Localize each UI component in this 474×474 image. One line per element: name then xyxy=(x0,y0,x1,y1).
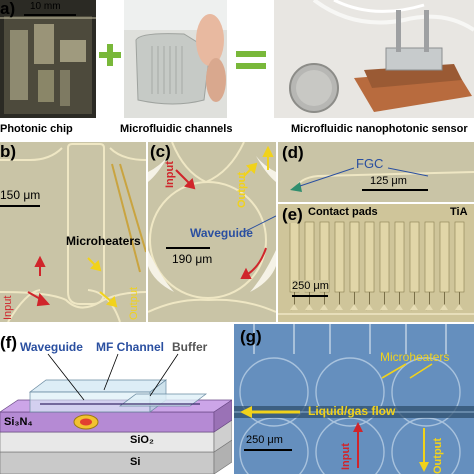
contact-pad xyxy=(439,221,450,293)
panel-c-label: (c) xyxy=(150,142,171,161)
microfluidic-channels-photo xyxy=(124,0,227,118)
scale-bar-e xyxy=(292,295,328,297)
mf-channel-label: MF Channel xyxy=(96,340,164,354)
input-label-g: Input xyxy=(340,443,352,470)
nanophotonic-sensor-photo xyxy=(274,0,474,118)
pad-tip xyxy=(410,304,418,310)
panel-a-label: a) xyxy=(0,0,16,18)
panel-f: Waveguide MF Channel Buffer Si₃N₄ SiO₂ S… xyxy=(0,330,232,474)
scale-bar-a: 10 mm xyxy=(30,1,61,12)
pad-tip xyxy=(425,304,433,310)
panel-e-label: (e) xyxy=(282,205,303,224)
panel-b: 150 μm Microheaters Input Output b) xyxy=(0,142,146,322)
waveguide-label-f: Waveguide xyxy=(20,340,83,354)
contact-pad xyxy=(454,221,465,293)
output-label-g: Output xyxy=(432,437,444,474)
pad-tip xyxy=(290,304,298,310)
panel-f-label: (f) xyxy=(0,333,17,352)
microheaters-label-b: Microheaters xyxy=(66,234,141,248)
panel-d: FGC 125 μm (d) xyxy=(278,142,474,202)
scale-bar-c-label: 190 μm xyxy=(172,252,213,266)
cross-section-diagram-f xyxy=(0,353,232,474)
si3n4-label: Si₃N₄ xyxy=(4,416,33,428)
waveguide-label-c: Waveguide xyxy=(190,226,253,240)
fgc-label: FGC xyxy=(356,156,384,171)
flow-label: Liquid/gas flow xyxy=(308,404,396,418)
scale-bar-b-label: 150 μm xyxy=(0,188,41,202)
tia-label: TiA xyxy=(450,206,468,218)
caption-microfluidic-channels: Microfluidic channels xyxy=(120,123,233,135)
ring-resonator-c xyxy=(148,142,276,313)
pad-tip xyxy=(335,304,343,310)
buffer-label: Buffer xyxy=(172,340,208,354)
contact-pad xyxy=(364,221,375,293)
pad-tip xyxy=(440,304,448,310)
pad-tip xyxy=(350,304,358,310)
scale-bar-d-label: 125 μm xyxy=(370,175,407,187)
grating-coupler-d xyxy=(290,167,474,192)
input-label-c: Input xyxy=(164,161,176,188)
pad-tip xyxy=(395,304,403,310)
panel-g-label: (g) xyxy=(240,327,262,346)
photonic-chip-photo xyxy=(0,0,96,118)
contact-pads-e xyxy=(278,204,474,322)
panel-a: 10 mm a) Photonic chip Micr xyxy=(0,0,474,140)
equals-icon xyxy=(236,51,266,69)
ring-resonator-b xyxy=(0,143,146,322)
output-label-b: Output xyxy=(128,286,140,320)
panel-c: Input Output Waveguide 190 μm (c) xyxy=(148,142,276,322)
panel-d-label: (d) xyxy=(282,143,304,162)
microheaters-label-g: Microheaters xyxy=(380,350,450,364)
contact-pad xyxy=(349,221,360,293)
pad-tip xyxy=(320,304,328,310)
plus-icon xyxy=(99,44,121,66)
pad-tip xyxy=(305,304,313,310)
pad-tip xyxy=(365,304,373,310)
scale-bar-g-label: 250 μm xyxy=(246,434,283,446)
panel-e: Contact pads TiA 250 μm (e) xyxy=(278,204,474,322)
contact-pad xyxy=(379,221,390,293)
output-label-c: Output xyxy=(236,171,248,208)
contact-pad xyxy=(409,221,420,293)
input-label-b: Input xyxy=(2,295,14,320)
scale-bar-e-label: 250 μm xyxy=(292,280,329,292)
panel-b-label: b) xyxy=(0,142,17,161)
pad-tip xyxy=(455,304,463,310)
sio2-label: SiO₂ xyxy=(130,434,154,446)
caption-nanophotonic-sensor: Microfluidic nanophotonic sensor xyxy=(291,123,468,135)
contact-pad xyxy=(394,221,405,293)
contact-pad xyxy=(424,221,435,293)
caption-photonic-chip: Photonic chip xyxy=(0,123,73,135)
contact-pad xyxy=(334,221,345,293)
contact-pads-label: Contact pads xyxy=(308,206,378,218)
panel-g: Microheaters Liquid/gas flow 250 μm Inpu… xyxy=(234,324,474,474)
pad-tip xyxy=(380,304,388,310)
microscope-image-g xyxy=(234,324,474,474)
si-label: Si xyxy=(130,456,141,468)
